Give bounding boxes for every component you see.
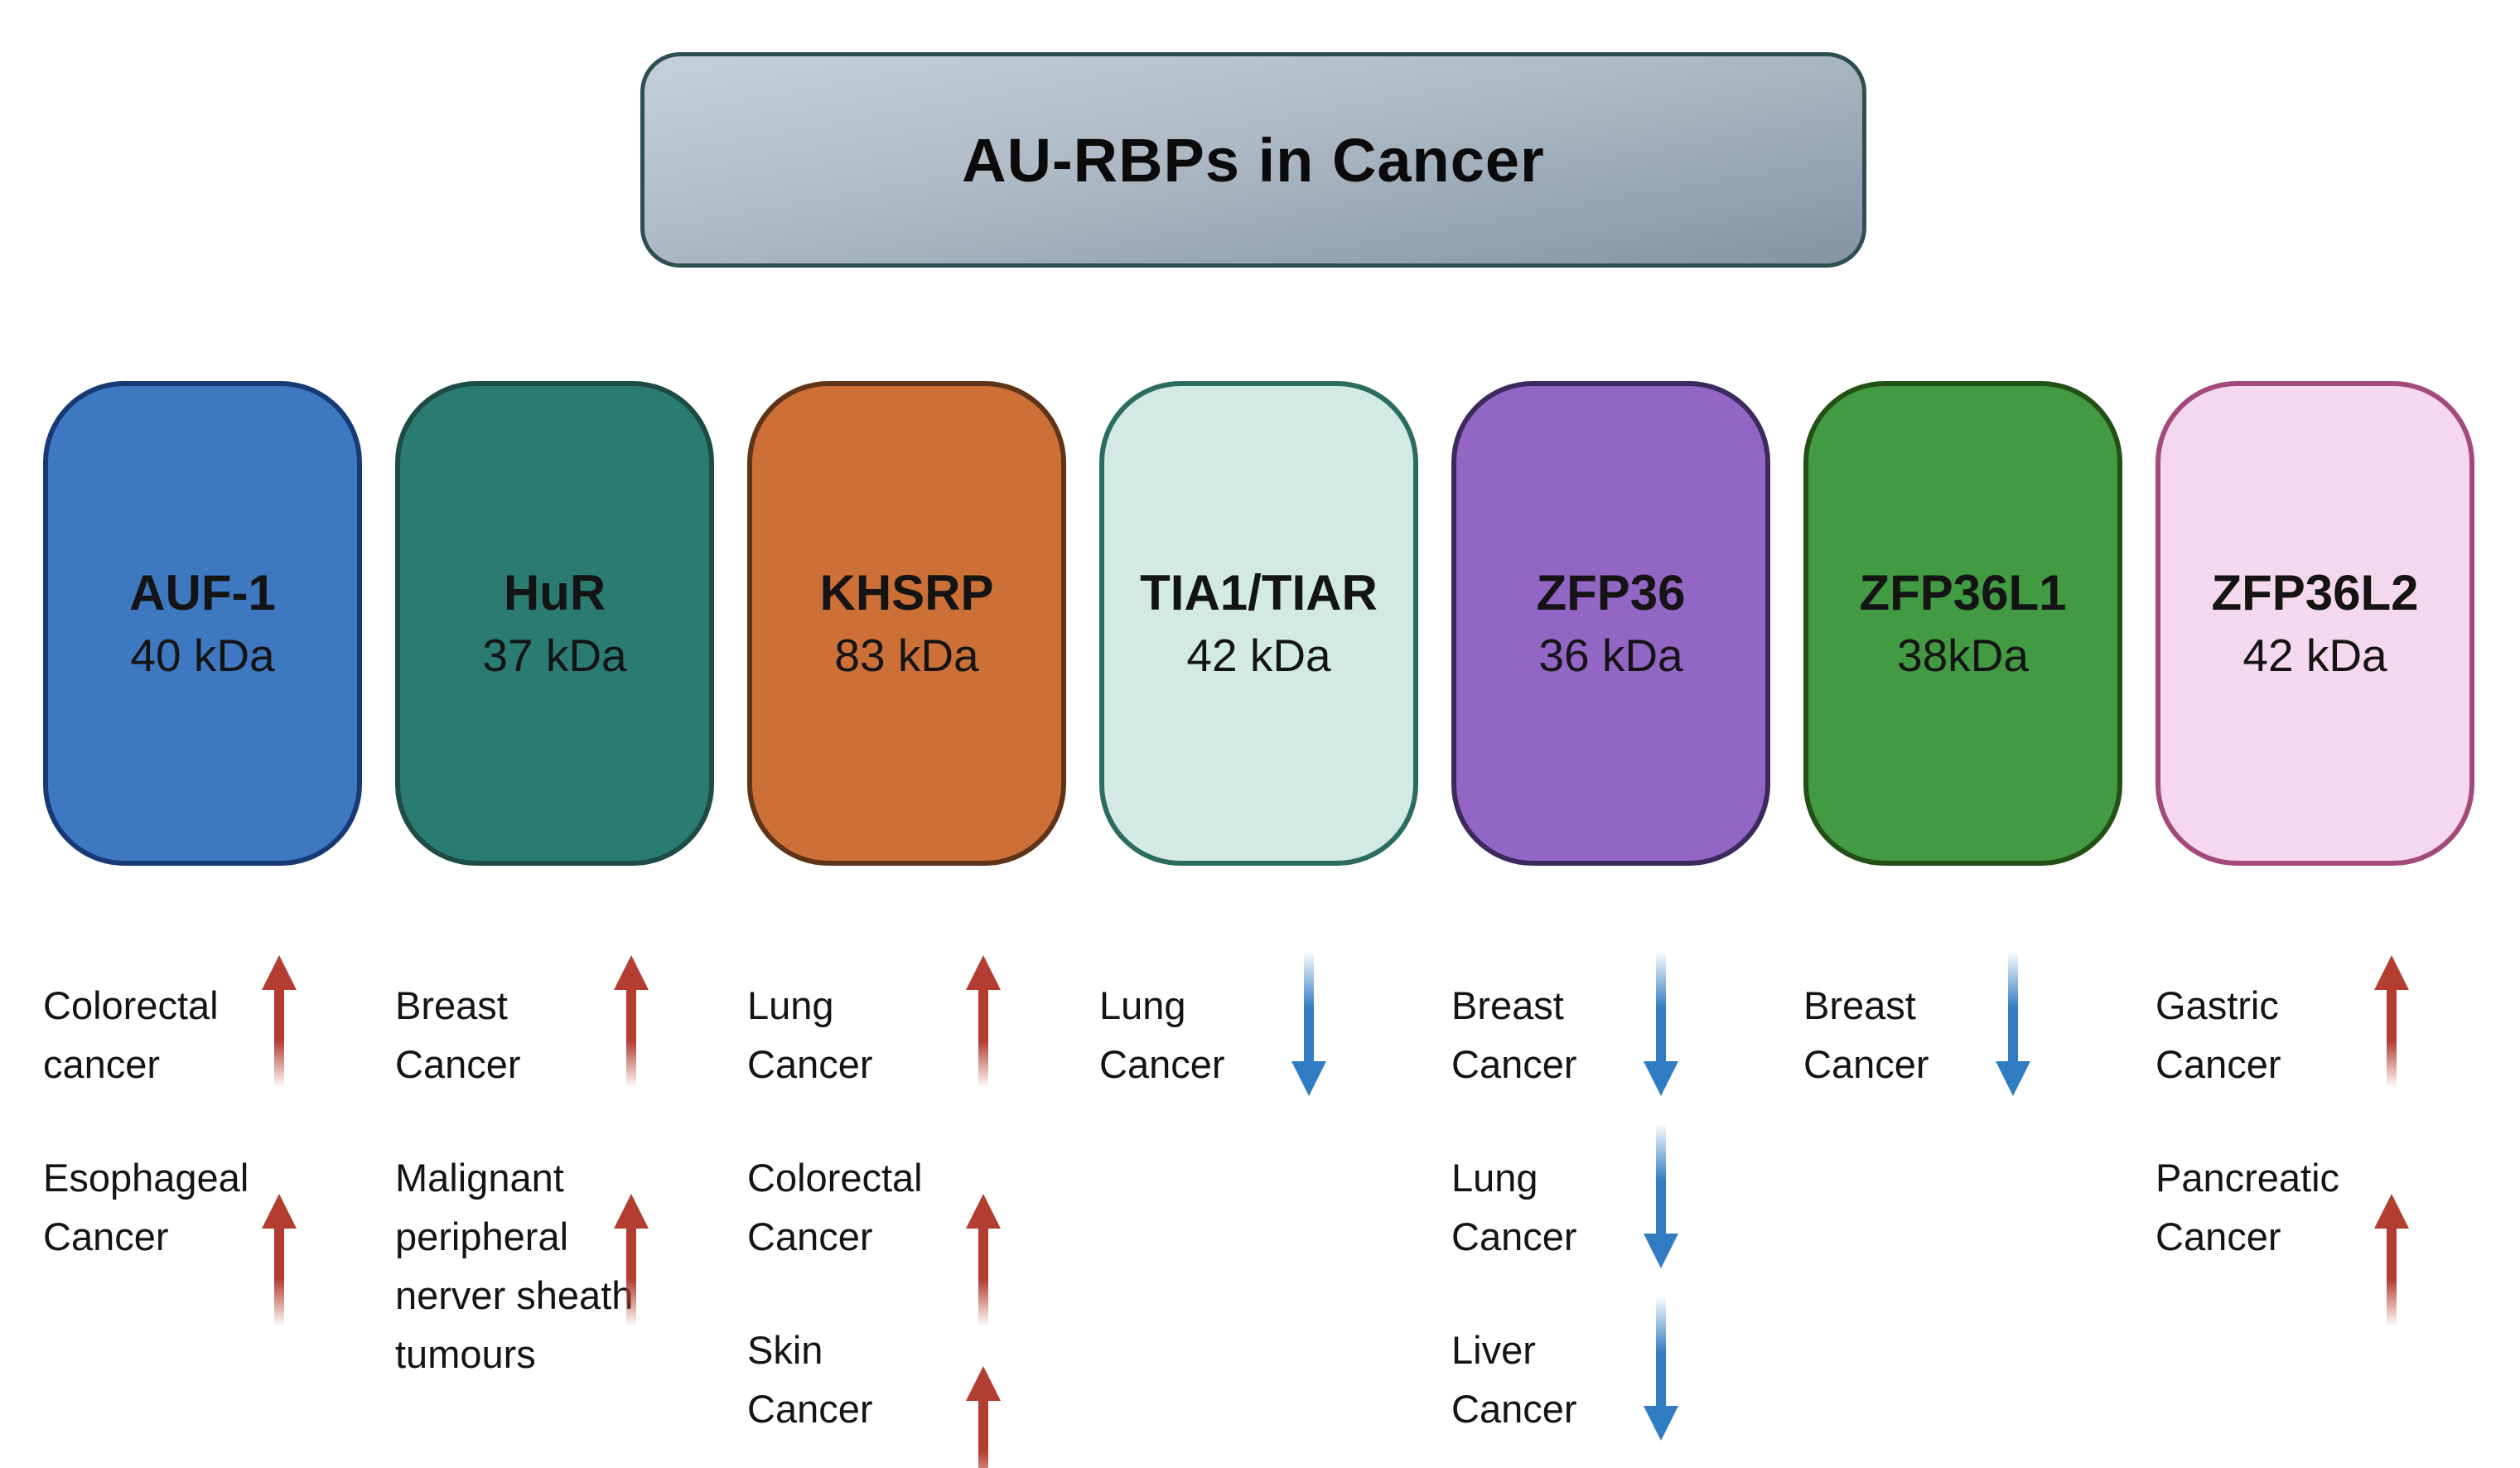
cancer-label: Breast Cancer [1451,983,1577,1086]
protein-mass: 37 kDa [482,630,627,682]
cancer-label: Skin Cancer [747,1328,873,1431]
cancer-label: Lung Cancer [1099,983,1225,1086]
protein-mass: 36 kDa [1538,630,1683,682]
protein-card: ZFP36L1 38kDa [1803,381,2122,866]
cancer-column: Breast Cancer [1803,951,2122,1096]
cancer-entry: Gastric Cancer [2156,955,2474,1094]
up-arrow-icon [260,1194,298,1326]
cancer-entry: Breast Cancer [395,955,714,1094]
up-arrow-icon [612,1194,650,1326]
cancer-label: Lung Cancer [747,983,873,1086]
cancer-label: Malignant peripheral nerver sheath tumou… [395,1156,634,1376]
cancer-label: Lung Cancer [1451,1156,1577,1258]
diagram-title: AU-RBPs in Cancer [962,125,1545,195]
protein-name: KHSRP [819,565,994,621]
down-arrow-icon [1642,1296,1680,1441]
cancer-entry: Skin Cancer [747,1321,1066,1468]
cancer-label: Breast Cancer [395,983,521,1086]
cancer-label: Liver Cancer [1451,1328,1577,1431]
protein-card: ZFP36L2 42 kDa [2156,381,2474,866]
cancer-label: Esophageal Cancer [43,1156,249,1258]
protein-card: KHSRP 83 kDa [747,381,1066,866]
cancer-label: Gastric Cancer [2156,983,2281,1086]
protein-name: ZFP36L1 [1859,565,2067,621]
cancer-label: Breast Cancer [1803,983,1929,1086]
down-arrow-icon [1290,951,1328,1096]
down-arrow-icon [1994,951,2032,1096]
protein-mass: 40 kDa [130,630,275,682]
protein-name: AUF-1 [129,565,276,621]
cancer-entry: Pancreatic Cancer [2156,1148,2474,1326]
up-arrow-icon [612,955,650,1088]
cancer-entry: Esophageal Cancer [43,1148,362,1326]
cancer-entry: Breast Cancer [1803,951,2122,1096]
protein-cards-row: AUF-1 40 kDa HuR 37 kDa KHSRP 83 kDa TIA1/TIAR… [43,381,2474,866]
up-arrow-icon [260,955,298,1088]
protein-mass: 42 kDa [2242,630,2387,682]
protein-name: ZFP36 [1536,565,1686,621]
cancer-label: Colorectal cancer [43,983,219,1086]
cancer-entry: Lung Cancer [1099,951,1418,1096]
protein-card: TIA1/TIAR 42 kDa [1099,381,1418,866]
down-arrow-icon [1642,1123,1680,1268]
protein-name: ZFP36L2 [2211,565,2419,621]
protein-card: AUF-1 40 kDa [43,381,362,866]
cancer-label: Pancreatic Cancer [2156,1156,2340,1258]
cancer-entry: Liver Cancer [1451,1296,1770,1441]
protein-mass: 42 kDa [1186,630,1331,682]
protein-card: HuR 37 kDa [395,381,714,866]
cancer-entry: Malignant peripheral nerver sheath tumou… [395,1148,714,1383]
cancer-entry: Colorectal cancer [43,955,362,1094]
cancer-column: Lung Cancer [1099,951,1418,1096]
up-arrow-icon [2373,1194,2411,1326]
cancer-entry: Breast Cancer [1451,951,1770,1096]
cancer-entry: Colorectal Cancer [747,1148,1066,1326]
cancer-entry: Lung Cancer [1451,1123,1770,1268]
protein-mass: 38kDa [1897,630,2029,682]
protein-mass: 83 kDa [834,630,979,682]
up-arrow-icon [964,1366,1002,1468]
protein-name: TIA1/TIAR [1140,565,1378,621]
protein-card: ZFP36 36 kDa [1451,381,1770,866]
cancer-entry: Lung Cancer [747,955,1066,1094]
down-arrow-icon [1642,951,1680,1096]
up-arrow-icon [964,955,1002,1088]
up-arrow-icon [964,1194,1002,1326]
up-arrow-icon [2373,955,2411,1088]
cancer-label: Colorectal Cancer [747,1156,923,1258]
title-banner: AU-RBPs in Cancer [640,52,1866,268]
protein-name: HuR [503,565,606,621]
